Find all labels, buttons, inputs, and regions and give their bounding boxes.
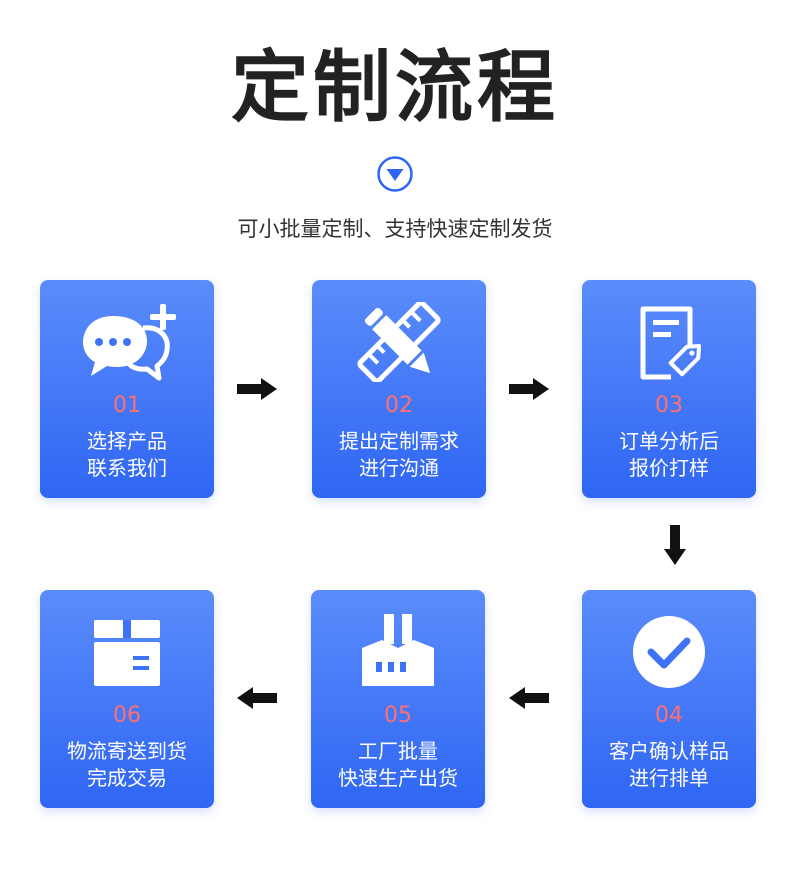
- arrow-left-icon: [237, 687, 277, 709]
- arrow-right-icon: [509, 378, 549, 400]
- step-card-03: 03 订单分析后报价打样: [582, 280, 756, 498]
- page-subtitle: 可小批量定制、支持快速定制发货: [237, 217, 553, 241]
- step-card-04: 04 客户确认样品进行排单: [582, 590, 756, 808]
- arrow-right-icon: [237, 378, 277, 400]
- step-card-02: 02 提出定制需求进行沟通: [312, 280, 486, 498]
- arrow-down-icon: [664, 525, 686, 565]
- arrow-left-icon: [509, 687, 549, 709]
- page-title: 定制流程: [230, 43, 559, 133]
- step-number: 04: [655, 703, 683, 728]
- step-label: 客户确认样品进行排单: [609, 739, 729, 790]
- step-label: 物流寄送到货完成交易: [67, 739, 187, 790]
- step-card-06: 06 物流寄送到货完成交易: [40, 590, 214, 808]
- step-label: 工厂批量快速生产出货: [338, 739, 458, 790]
- step-number: 01: [113, 393, 141, 418]
- step-label: 提出定制需求进行沟通: [339, 429, 459, 480]
- step-card-05: 05 工厂批量快速生产出货: [311, 590, 485, 808]
- step-number: 02: [385, 393, 413, 418]
- step-number: 03: [655, 393, 683, 418]
- document-tag-icon: [640, 306, 702, 380]
- step-label: 选择产品联系我们: [87, 429, 167, 480]
- step-number: 06: [113, 703, 141, 728]
- step-card-01: 01 选择产品联系我们: [40, 280, 214, 498]
- check-circle-icon: [633, 616, 705, 688]
- chevron-down-circle-icon: [377, 156, 413, 192]
- chat-bubbles-plus-icon: [83, 304, 176, 381]
- factory-icon: [362, 614, 434, 686]
- step-number: 05: [384, 703, 412, 728]
- step-label: 订单分析后报价打样: [619, 429, 719, 480]
- pencil-ruler-icon: [357, 302, 441, 382]
- package-box-icon: [94, 620, 160, 686]
